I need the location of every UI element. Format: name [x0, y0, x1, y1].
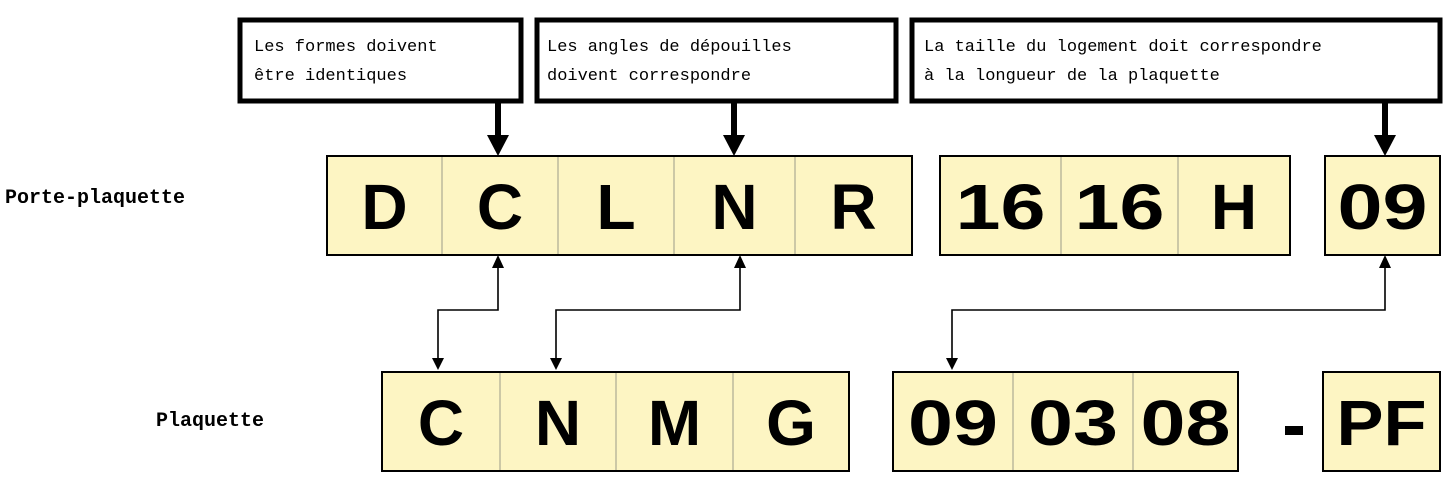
holder-code-cell [673, 155, 796, 256]
note-size-line2: à la longueur de la plaquette [924, 67, 1220, 86]
holder-code-cell [1324, 155, 1441, 256]
insert-code-cell [1012, 371, 1134, 472]
note-angle: Les angles de dépouilles doivent corresp… [534, 17, 899, 104]
insert-code-letter: 03 [1028, 387, 1118, 459]
holder-code-letter: 16 [956, 171, 1046, 243]
holder-group-1-frame [939, 155, 1291, 256]
separator-dash [1285, 426, 1303, 435]
note-shape-line1: Les formes doivent [254, 38, 438, 57]
arrow-angle-head [723, 135, 745, 156]
insert-code-letter: G [766, 387, 816, 459]
insert-code-letter: N [535, 387, 581, 459]
note-shape: Les formes doivent être identiques [237, 17, 524, 104]
holder-code-letter: 09 [1338, 171, 1428, 243]
insert-row-label: Plaquette [156, 410, 264, 433]
insert-group-0-frame [381, 371, 850, 472]
note-size-line1: La taille du logement doit correspondre [924, 38, 1322, 57]
insert-code-cell [381, 371, 501, 472]
holder-group-0-frame [326, 155, 913, 256]
note-box-size [909, 17, 1443, 104]
holder-code-letter: 16 [1075, 171, 1165, 243]
holder-code-letter: H [1211, 171, 1257, 243]
insert-code-letter: 09 [908, 387, 998, 459]
holder-row-label: Porte-plaquette [5, 187, 185, 210]
note-shape-line2: être identiques [254, 67, 407, 86]
note-angle-line1: Les angles de dépouilles [547, 38, 792, 57]
insert-code-cell [1322, 371, 1441, 472]
holder-code-cell [326, 155, 443, 256]
holder-code-letter: C [477, 171, 523, 243]
note-box-angle [534, 17, 899, 104]
arrow-size-head [1374, 135, 1396, 156]
insert-group-1-frame [892, 371, 1239, 472]
note-angle-line2: doivent correspondre [547, 67, 751, 86]
holder-code-letter: D [361, 171, 407, 243]
holder-code-letter: N [711, 171, 757, 243]
arrow-shape-head [487, 135, 509, 156]
holder-code-cell [557, 155, 675, 256]
note-size: La taille du logement doit correspondre … [909, 17, 1443, 104]
insert-code-cell [499, 371, 617, 472]
holder-code-cell [1060, 155, 1179, 256]
insert-code-letter: PF [1337, 387, 1427, 459]
insert-code-letter: M [648, 387, 701, 459]
holder-group-2-frame [1324, 155, 1441, 256]
insert-code-letter: C [418, 387, 464, 459]
insert-code-cell [732, 371, 850, 472]
holder-code-letter: L [596, 171, 635, 243]
insert-group-2-frame [1322, 371, 1441, 472]
connector-size [946, 255, 1391, 370]
holder-code-letter: R [830, 171, 876, 243]
insert-code-letter: 08 [1141, 387, 1231, 459]
note-box-shape [237, 17, 524, 104]
connector-angle [550, 255, 746, 370]
connector-shape [432, 255, 504, 370]
insert-code-cell [615, 371, 734, 472]
